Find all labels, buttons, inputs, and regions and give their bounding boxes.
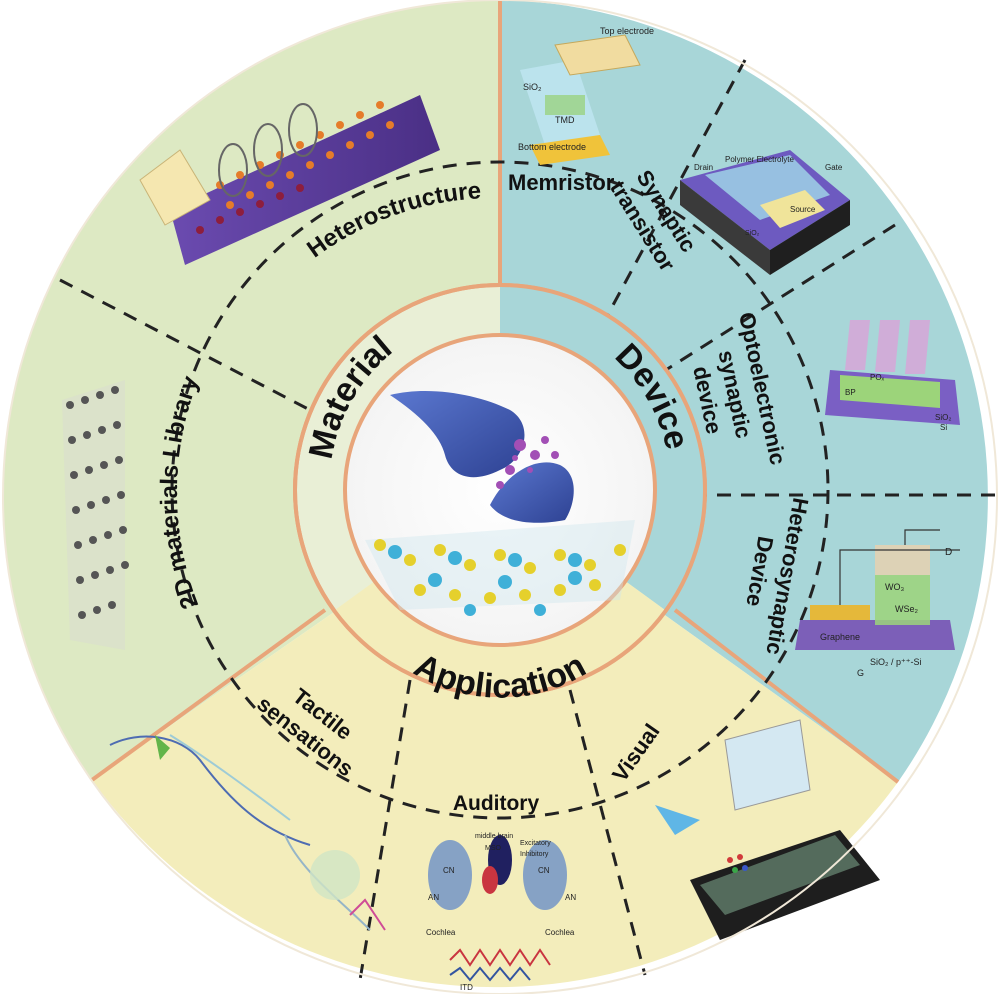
svg-text:SiO₂: SiO₂ [523, 82, 542, 92]
svg-text:ITD: ITD [460, 983, 473, 992]
dashed-ring [170, 160, 830, 820]
svg-text:POₓ: POₓ [870, 373, 885, 382]
svg-text:Gate: Gate [825, 163, 843, 172]
svg-text:TMD: TMD [555, 115, 575, 125]
lattice-center [365, 520, 635, 616]
svg-text:CN: CN [443, 866, 455, 875]
heterosynaptic-illustration: D WO₃ WSe₂ Graphene SiO₂ / p⁺⁺-Si G [795, 529, 960, 678]
svg-text:SiO₂ / p⁺⁺-Si: SiO₂ / p⁺⁺-Si [870, 657, 922, 667]
tactile-illustration [109, 734, 386, 931]
svg-text:MSO: MSO [485, 845, 502, 852]
memristor-label: Memristor [508, 170, 615, 195]
svg-text:Polymer Electrolyte: Polymer Electrolyte [725, 155, 794, 164]
optoelectronic-illustration: POₓ BP SiO₂ Si [825, 320, 960, 432]
svg-text:BP: BP [845, 388, 856, 397]
svg-text:CN: CN [538, 866, 550, 875]
device-sector [500, 0, 988, 782]
svg-text:SiO₂: SiO₂ [745, 230, 760, 237]
material-sector [3, 0, 501, 780]
svg-text:Inhibitory: Inhibitory [520, 851, 549, 858]
svg-text:Excitatory: Excitatory [520, 840, 551, 847]
svg-text:AN: AN [428, 893, 439, 902]
left-divider [90, 608, 327, 782]
svg-text:Si: Si [940, 423, 947, 432]
synapse-illustration [365, 390, 635, 616]
memristor-illustration: Top electrode SiO₂ TMD Bottom electrode [518, 26, 654, 165]
svg-text:Cochlea: Cochlea [426, 928, 456, 937]
svg-text:Cochlea: Cochlea [545, 928, 575, 937]
svg-text:Bottom electrode: Bottom electrode [518, 142, 586, 152]
application-sector [92, 497, 898, 988]
right-divider [673, 608, 900, 784]
auditory-label: Auditory [453, 792, 540, 815]
svg-text:WO₃: WO₃ [885, 582, 904, 592]
svg-text:D: D [945, 547, 952, 558]
auditory-illustration: CN CN AN AN Cochlea Cochlea ITD MSO midd… [426, 833, 576, 992]
svg-text:middle brain: middle brain [475, 833, 513, 840]
svg-text:Top electrode: Top electrode [600, 26, 654, 36]
transistor-illustration: Drain Polymer Electrolyte Gate Source Si… [680, 150, 850, 275]
svg-text:WSe₂: WSe₂ [895, 604, 919, 614]
library-lattice-illustration [62, 380, 129, 650]
svg-text:AN: AN [565, 893, 576, 902]
dashed-separators [59, 59, 995, 981]
svg-text:SiO₂: SiO₂ [935, 413, 951, 422]
visual-illustration [655, 719, 880, 940]
svg-text:Drain: Drain [694, 163, 713, 172]
svg-text:G: G [857, 668, 864, 678]
svg-text:Source: Source [790, 205, 816, 214]
heterostructure-illustration [139, 95, 440, 265]
svg-text:Graphene: Graphene [820, 632, 860, 642]
